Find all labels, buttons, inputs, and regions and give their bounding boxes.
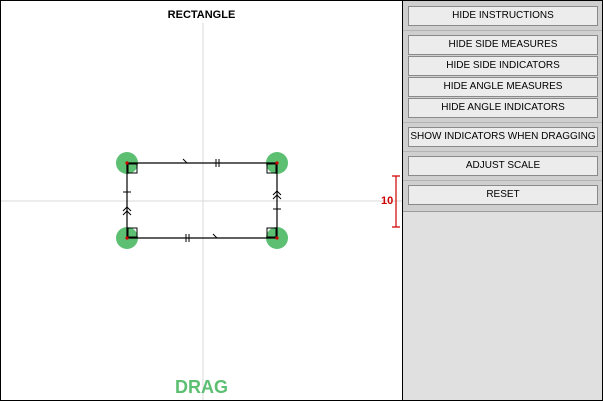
parallel-mark — [122, 206, 132, 216]
drag-label: DRAG — [175, 377, 228, 397]
hide-angle-measures-button[interactable]: HIDE ANGLE MEASURES — [408, 77, 598, 97]
separator — [403, 151, 602, 152]
hide-side-indicators-button[interactable]: HIDE SIDE INDICATORS — [408, 56, 598, 76]
shape-title: RECTANGLE — [167, 9, 236, 21]
parallel-mark — [212, 233, 218, 239]
separator — [403, 122, 602, 123]
vertex-point — [275, 236, 279, 240]
equal-side-mark — [185, 234, 190, 242]
hide-instructions-button[interactable]: HIDE INSTRUCTIONS — [408, 6, 598, 26]
control-panel: HIDE INSTRUCTIONS HIDE SIDE MEASURES HID… — [403, 1, 602, 400]
right-angle-indicator — [127, 227, 138, 238]
hide-angle-indicators-button[interactable]: HIDE ANGLE INDICATORS — [408, 98, 598, 118]
right-angle-indicator — [127, 163, 138, 174]
right-angle-indicator — [266, 227, 277, 238]
parallel-mark — [182, 158, 188, 164]
rectangle-drawing — [1, 23, 402, 400]
scale-label: 10 — [381, 195, 394, 207]
equal-side-mark — [215, 159, 220, 167]
right-angle-indicator — [266, 163, 277, 174]
adjust-scale-button[interactable]: ADJUST SCALE — [408, 156, 598, 176]
button-area: HIDE INSTRUCTIONS HIDE SIDE MEASURES HID… — [403, 1, 602, 212]
geometry-canvas[interactable]: RECTANGLE — [1, 1, 403, 400]
reset-button[interactable]: RESET — [408, 185, 598, 205]
scale-bar — [392, 175, 400, 228]
vertex-point — [125, 161, 129, 165]
separator — [403, 180, 602, 181]
parallel-mark — [272, 190, 282, 200]
vertex-point — [125, 236, 129, 240]
separator — [403, 30, 602, 31]
vertex-point — [275, 161, 279, 165]
hide-side-measures-button[interactable]: HIDE SIDE MEASURES — [408, 35, 598, 55]
show-indicators-when-dragging-button[interactable]: SHOW INDICATORS WHEN DRAGGING — [408, 127, 598, 147]
